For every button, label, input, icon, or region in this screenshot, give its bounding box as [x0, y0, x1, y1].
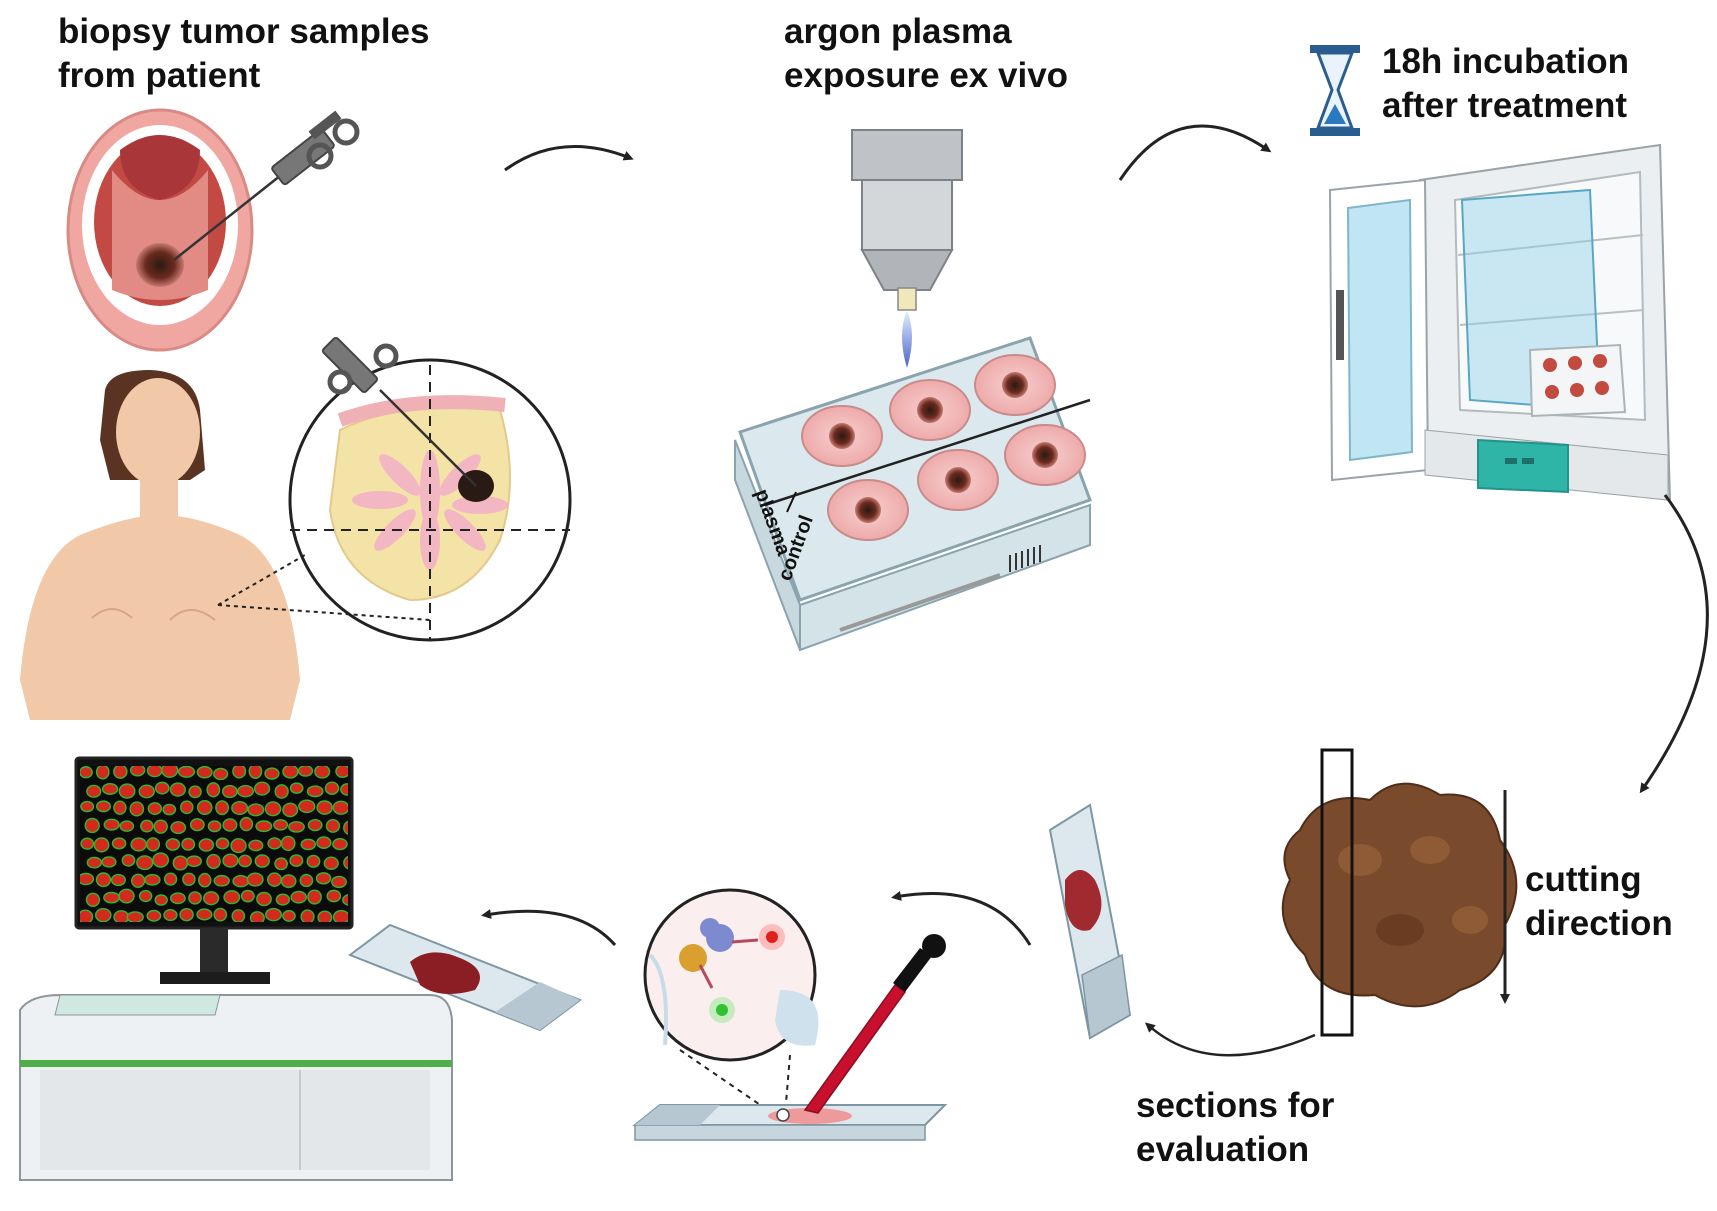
flow-arrow-3: [1639, 494, 1709, 794]
plate-well: [889, 379, 971, 441]
scanned-slide: [347, 923, 583, 1032]
microscopy-image: [80, 766, 348, 922]
plasma-flame: [902, 310, 912, 368]
slide-scanner: [19, 994, 453, 1181]
plate-well: [827, 479, 909, 541]
tissue-section-slide: [1048, 803, 1132, 1040]
flow-arrow-1: [504, 144, 634, 172]
syringe-icon: [173, 110, 360, 261]
well-plate: control plasma: [734, 336, 1092, 652]
staining-zoom: [643, 888, 819, 1062]
plate-well: [974, 354, 1056, 416]
dropper-icon: [803, 934, 946, 1114]
cutting-blade: [1320, 748, 1354, 1037]
breast-tissue-zoom: [288, 336, 572, 642]
flow-arrow-5: [891, 891, 1032, 946]
plate-well: [1004, 424, 1086, 486]
hourglass-icon: [1310, 45, 1360, 136]
monitor: [74, 756, 354, 984]
mouth-illustration: [66, 108, 254, 352]
secondary-antibody: [679, 944, 735, 1023]
patient-illustration: [20, 370, 300, 720]
plate-well: [917, 449, 999, 511]
flow-arrow-6: [481, 909, 617, 946]
plate-divider: [764, 398, 1091, 507]
plate-well: [801, 405, 883, 467]
flow-arrow-2: [1118, 124, 1272, 181]
flow-arrow-4: [1145, 1022, 1316, 1057]
oral-tumor: [136, 243, 184, 287]
incubator: [1328, 143, 1672, 502]
staining-slide: [632, 1104, 948, 1141]
primary-antibody: [700, 918, 785, 952]
tumor-tissue-block: [1281, 748, 1518, 1037]
plasma-jet-device: [851, 129, 963, 368]
